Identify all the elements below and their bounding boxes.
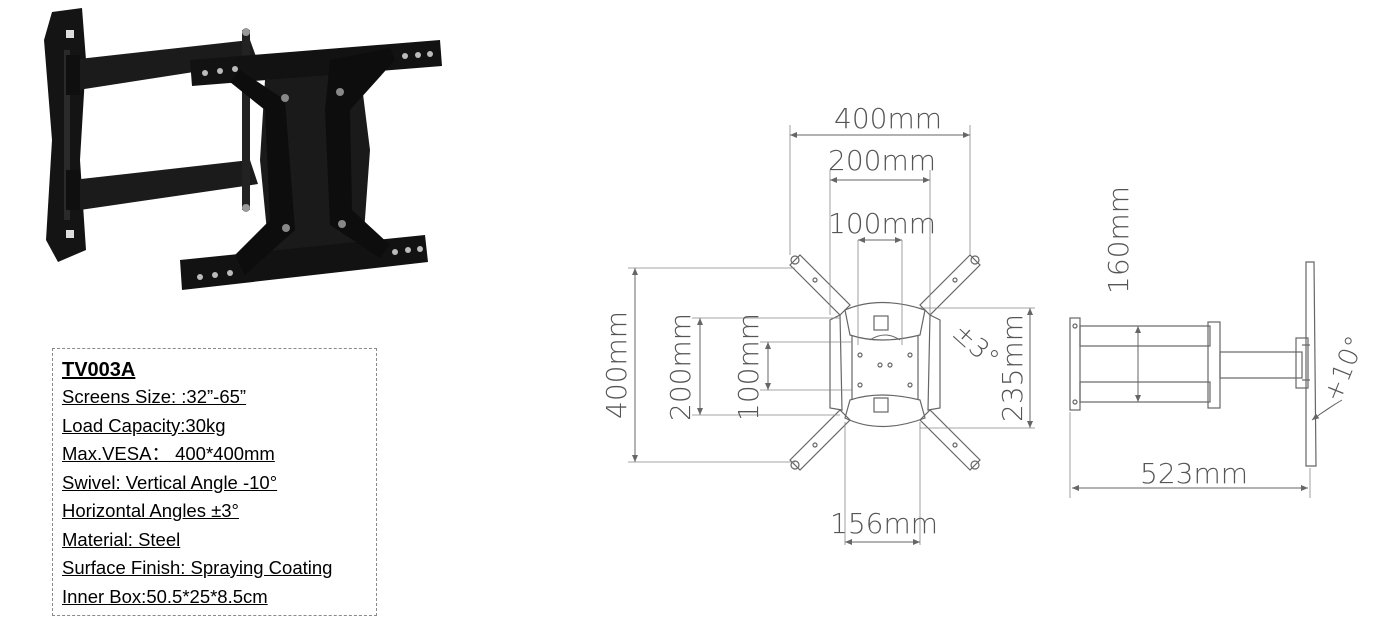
spec-swivel-vertical: Swivel: Vertical Angle -10° [62, 471, 278, 493]
dim-front-width-mid: 200mm [828, 144, 936, 177]
model-name: TV003A [62, 359, 136, 381]
front-bracket-arms [789, 254, 981, 471]
side-tv-plate [1305, 261, 1317, 467]
side-lower-arm [1079, 381, 1211, 403]
product-photo [44, 8, 442, 290]
swing-arms [66, 28, 258, 212]
front-center-plate [844, 301, 926, 428]
spec-surface-finish: Surface Finish: Spraying Coating [62, 557, 333, 578]
side-wall-plate [1069, 317, 1081, 411]
spec-horizontal-angles: Horizontal Angles ±3° [62, 500, 239, 521]
dim-tilt-angle: +10° [1318, 332, 1371, 406]
side-upper-arm [1079, 325, 1211, 347]
dim-front-width-outer: 400mm [834, 102, 942, 135]
technical-drawing: 400mm 200mm 100mm 400mm 200mm 100mm ±3° … [600, 102, 1371, 545]
spec-screen-size: Screens Size: :32”-65” [62, 386, 247, 407]
dim-front-height-mid: 200mm [664, 313, 697, 421]
spec-box: TV003A Screens Size: :32”-65” Load Capac… [52, 348, 377, 616]
spec-inner-box: Inner Box:50.5*25*8.5cm [62, 585, 268, 607]
dim-front-height-inner: 100mm [732, 313, 765, 421]
side-neck [1219, 351, 1303, 379]
front-extension-lines [628, 125, 1035, 545]
side-dimension-lines [1069, 326, 1343, 498]
dim-front-width-inner: 100mm [828, 207, 936, 240]
spec-load-capacity: Load Capacity:30kg [62, 414, 226, 436]
wall-plate [44, 8, 86, 262]
dim-bottom-width: 156mm [830, 507, 938, 540]
dim-side-height: 160mm [1102, 186, 1135, 294]
spec-material: Material: Steel [62, 528, 181, 550]
dim-plate-height: 235mm [996, 314, 1029, 422]
spec-max-vesa: Max.VESA： 400*400mm [62, 443, 275, 464]
side-view [1069, 261, 1317, 467]
front-view [628, 125, 1035, 545]
dim-front-height-outer: 400mm [600, 311, 633, 419]
dim-extension: 523mm [1140, 457, 1248, 490]
tv-plate [180, 40, 442, 290]
front-dimension-lines [632, 132, 1033, 545]
